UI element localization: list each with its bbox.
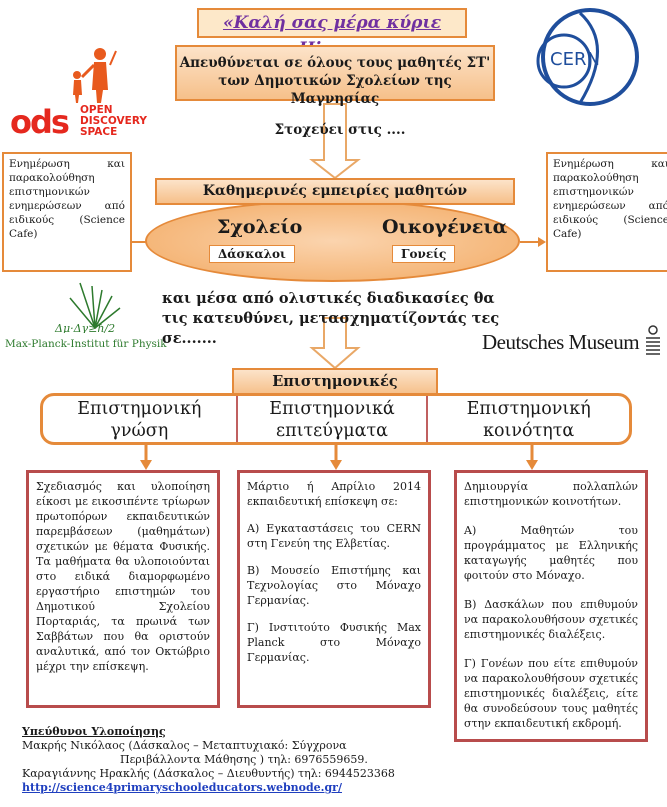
cern-logo: CERN: [536, 8, 639, 106]
outcomes-header: Επιστημονική γνώση Επιστημονικά επιτεύγμ…: [40, 393, 632, 445]
col-header-community: Επιστημονική κοινότητα: [466, 399, 591, 441]
aims-text: Στοχεύει στις ....: [274, 122, 406, 138]
school-label: Σχολείο: [217, 216, 303, 238]
ods-mark: ods: [10, 103, 70, 141]
page-title: «Καλή σας μέρα κύριε Higgs»: [197, 8, 467, 59]
trip-item-museum: Β) Μουσείο Επιστήμης και Τεχνολογίας στο…: [247, 564, 421, 607]
detail-box-community: Δημιουργία πολλαπλών επιστημονικών κοινο…: [454, 470, 648, 742]
teachers-tag: Δάσκαλοι: [209, 245, 295, 263]
audience-text: Απευθύνεται σε όλους τους μαθητές ΣΤ' τω…: [179, 55, 491, 107]
side-note-left: Ενημέρωση και παρακολούθηση επιστημονικώ…: [2, 152, 132, 272]
scientific-experiences-box: Επιστημονικές εμπειρίες: [232, 368, 438, 414]
col-header-achievements: Επιστημονικά επιτεύγματα: [235, 396, 429, 442]
responsible-persons: Υπεύθυνοι Υλοποίησης Μακρής Νικόλαος (Δά…: [22, 725, 452, 795]
trip-item-cern: Α) Εγκαταστάσεις του CERN στη Γενεύη της…: [247, 522, 421, 550]
responsible-line-1: Μακρής Νικόλαος (Δάσκαλος – Μεταπτυχιακό…: [22, 739, 347, 752]
responsible-line-2: Περιβάλλοντα Μάθησης ) τηλ: 6976559659.: [120, 753, 368, 766]
detail-box-achievements: Μάρτιο ή Απρίλιο 2014 εκπαιδευτική επίσκ…: [237, 470, 431, 708]
website-link[interactable]: http://science4primaryschooleducators.we…: [22, 781, 342, 794]
cern-text: CERN: [550, 49, 600, 70]
audience-box: Απευθύνεται σε όλους τους μαθητές ΣΤ' τω…: [175, 45, 495, 107]
deutsches-museum-logo: Deutsches Museum: [482, 325, 667, 370]
museum-name: Deutsches Museum: [482, 330, 640, 354]
mpi-logo: Δμ·Δγ≥ħ/2 Max-Planck-Institut für Physik: [5, 278, 167, 358]
detail-box-knowledge: Σχεδιασμός και υλοποίηση είκοσι με εικοσ…: [26, 470, 220, 708]
responsible-line-3: Καραγιάννης Ηρακλής (Δάσκαλος – Διευθυντ…: [22, 767, 395, 780]
experience-ellipse: Σχολείο Οικογένεια Δάσκαλοι Γονείς: [145, 200, 520, 282]
family-silhouette-icon: [73, 48, 117, 103]
col-header-knowledge: Επιστημονική γνώση: [77, 399, 202, 441]
community-item-teachers: Β) Δασκάλων που επιθυμούν να παρακολουθή…: [464, 598, 638, 641]
daily-experiences-box: Καθημερινές εμπειρίες μαθητών: [155, 178, 515, 205]
ods-logo: ods OPEN DISCOVERY SPACE: [10, 45, 185, 145]
mpi-emblem-icon: Δμ·Δγ≥ħ/2: [54, 282, 121, 333]
family-label: Οικογένεια: [382, 216, 508, 238]
ods-name: OPEN DISCOVERY SPACE: [80, 104, 147, 138]
side-note-right: Ενημέρωση και παρακολούθηση επιστημονικώ…: [546, 152, 667, 272]
museum-emblem-icon: [646, 325, 660, 355]
community-item-students: Α) Μαθητών του προγράμματος με Ελληνικής…: [464, 524, 638, 582]
trip-intro: Μάρτιο ή Απρίλιο 2014 εκπαιδευτική επίσκ…: [247, 480, 421, 508]
responsible-heading: Υπεύθυνοι Υλοποίησης: [22, 725, 166, 738]
mpi-name: Max-Planck-Institut für Physik: [5, 338, 167, 350]
svg-text:Δμ·Δγ≥ħ/2: Δμ·Δγ≥ħ/2: [54, 322, 115, 333]
trip-item-mpi: Γ) Ινστιτούτο Φυσικής Max Planck στο Μόν…: [247, 621, 421, 664]
transformation-text: και μέσα από ολιστικές διαδικασίες θα τι…: [162, 290, 500, 347]
community-item-parents: Γ) Γονέων που είτε επιθυμούν να παρακολο…: [464, 657, 638, 730]
community-intro: Δημιουργία πολλαπλών επιστημονικών κοινο…: [464, 480, 638, 508]
parents-tag: Γονείς: [392, 245, 456, 263]
